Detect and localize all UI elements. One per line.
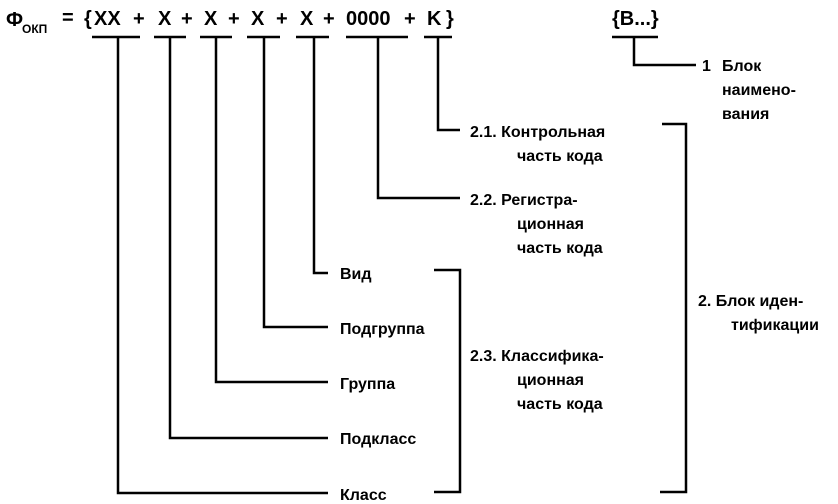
identification-block-label: 2. Блок иден- тификации (698, 293, 819, 334)
control-part-line-1: 2.1. Контрольная (470, 124, 605, 141)
classification-part-line-1: 2.3. Классифика- (470, 348, 604, 365)
registration-part-line-3: часть кода (517, 240, 603, 257)
plus-sign: + (133, 8, 145, 30)
identification-block-line-2: тификации (731, 317, 819, 334)
formula-line: Ф ОКП = { XX + X + X + X + X + 0000 + K … (6, 7, 659, 36)
level-label-group: Группа (340, 376, 395, 393)
code-part-control: K (427, 8, 442, 30)
formula-subscript: ОКП (22, 22, 47, 36)
name-block-line-2: наимено- (722, 82, 796, 99)
connector-lines (116, 37, 696, 495)
level-label-subclass: Подкласс (340, 431, 416, 448)
classification-levels: Вид Подгруппа Группа Подкласс Класс (340, 266, 425, 504)
formula-equals: = (62, 7, 74, 29)
name-block-line-3: вания (722, 106, 769, 123)
name-block-line-1: Блок (722, 58, 762, 75)
plus-sign: + (323, 8, 335, 30)
name-block-number: 1 (702, 58, 711, 75)
plus-sign: + (228, 8, 240, 30)
classification-part-label: 2.3. Классифика- ционная часть кода (470, 348, 604, 413)
control-part-label: 2.1. Контрольная часть кода (470, 124, 605, 165)
level-label-kind: Вид (340, 266, 372, 283)
classification-bracket (434, 268, 462, 494)
classification-part-line-3: часть кода (517, 396, 603, 413)
identification-bracket (660, 122, 688, 494)
level-label-subgroup: Подгруппа (340, 321, 425, 338)
formula-open-brace: { (84, 8, 92, 30)
formula-close-brace: } (446, 8, 454, 30)
code-part-subclass: X (158, 8, 172, 30)
code-part-class: XX (94, 8, 121, 30)
control-part-line-2: часть кода (517, 148, 603, 165)
level-label-class: Класс (340, 487, 387, 504)
plus-sign: + (181, 8, 193, 30)
registration-part-line-2: ционная (517, 216, 584, 233)
identification-block-line-1: 2. Блок иден- (698, 293, 803, 310)
code-part-group: X (204, 8, 218, 30)
plus-sign: + (404, 8, 416, 30)
formula-symbol: Ф (6, 9, 23, 31)
registration-part-label: 2.2. Регистра- ционная часть кода (470, 192, 603, 257)
code-part-kind: X (300, 8, 314, 30)
name-block-label: 1 Блок наимено- вания (702, 58, 796, 123)
classification-part-line-2: ционная (517, 372, 584, 389)
code-part-registration: 0000 (346, 8, 391, 30)
registration-part-line-1: 2.2. Регистра- (470, 192, 578, 209)
plus-sign: + (276, 8, 288, 30)
name-block-token: {В...} (612, 8, 659, 30)
code-part-subgroup: X (251, 8, 265, 30)
